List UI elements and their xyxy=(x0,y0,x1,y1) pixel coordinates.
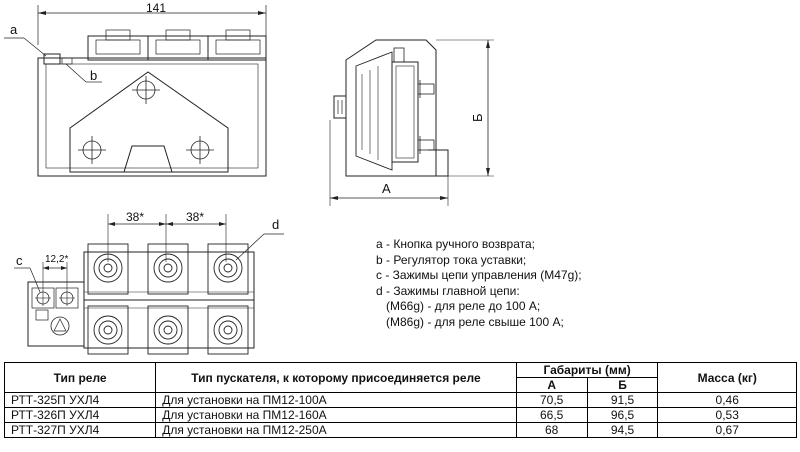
table-row: РТТ-325П УХЛ4 Для установки на ПМ12-100А… xyxy=(3,392,797,408)
legend-d2: (М86g) - для реле свыше 100 А; xyxy=(386,314,564,329)
header-dim-b: Б xyxy=(586,377,659,393)
legend-d: d - Зажимы главной цепи: xyxy=(376,283,520,298)
legend-b: b - Регулятор тока уставки; xyxy=(376,252,527,267)
cell-a: 70,5 xyxy=(515,392,588,408)
cell-mass: 0,46 xyxy=(657,392,797,408)
label-a: a xyxy=(10,22,18,37)
cell-b: 94,5 xyxy=(586,422,659,438)
label-d: d xyxy=(272,217,279,232)
legend-d1: (М66g) - для реле до 100 А; xyxy=(386,299,541,314)
table-row: РТТ-327П УХЛ4 Для установки на ПМ12-250А… xyxy=(3,422,797,438)
side-view: А Б xyxy=(329,39,494,206)
dim-small-label: 12,2* xyxy=(45,254,68,265)
technical-drawing: 141 a b xyxy=(4,1,494,355)
header-relay-type: Тип реле xyxy=(3,362,157,393)
legend-a: a - Кнопка ручного возврата; xyxy=(376,237,535,251)
cell-starter: Для установки на ПМ12-100А xyxy=(155,392,517,408)
terminal-view: 38* 38* xyxy=(14,210,284,355)
cell-mass: 0,53 xyxy=(657,407,797,423)
dim-width-label: 141 xyxy=(146,1,166,15)
header-dim-a: А xyxy=(515,377,588,393)
table-subheader-row: А Б xyxy=(5,377,797,393)
label-b: b xyxy=(90,68,97,83)
header-dimensions: Габариты (мм) xyxy=(515,362,659,378)
header-mass: Масса (кг) xyxy=(657,362,797,393)
cell-type: РТТ-325П УХЛ4 xyxy=(3,392,157,408)
table-row: РТТ-326П УХЛ4 Для установки на ПМ12-160А… xyxy=(3,407,797,423)
spec-table: Тип реле Тип пускателя, к которому присо… xyxy=(3,362,797,438)
cell-starter: Для установки на ПМ12-250А xyxy=(155,422,517,438)
header-starter-type: Тип пускателя, к которому присоединяется… xyxy=(155,362,517,393)
cell-a: 68 xyxy=(515,422,588,438)
dim-pitch-2: 38* xyxy=(186,210,204,224)
dim-A-label: А xyxy=(382,181,391,196)
cell-type: РТТ-326П УХЛ4 xyxy=(3,407,157,423)
cell-b: 91,5 xyxy=(586,392,659,408)
front-view: 141 a b xyxy=(4,1,267,177)
cell-starter: Для установки на ПМ12-160А xyxy=(155,407,517,423)
dim-B-label: Б xyxy=(470,113,485,122)
label-c: c xyxy=(16,253,23,268)
legend: a - Кнопка ручного возврата; b - Регулят… xyxy=(372,237,582,331)
dim-pitch-1: 38* xyxy=(126,210,144,224)
cell-mass: 0,67 xyxy=(657,422,797,438)
table-header-row: Тип реле Тип пускателя, к которому присо… xyxy=(3,362,797,393)
cell-type: РТТ-327П УХЛ4 xyxy=(3,422,157,438)
legend-c: c - Зажимы цепи управления (М47g); xyxy=(376,268,582,283)
cell-a: 66,5 xyxy=(515,407,588,423)
cell-b: 96,5 xyxy=(586,407,659,423)
